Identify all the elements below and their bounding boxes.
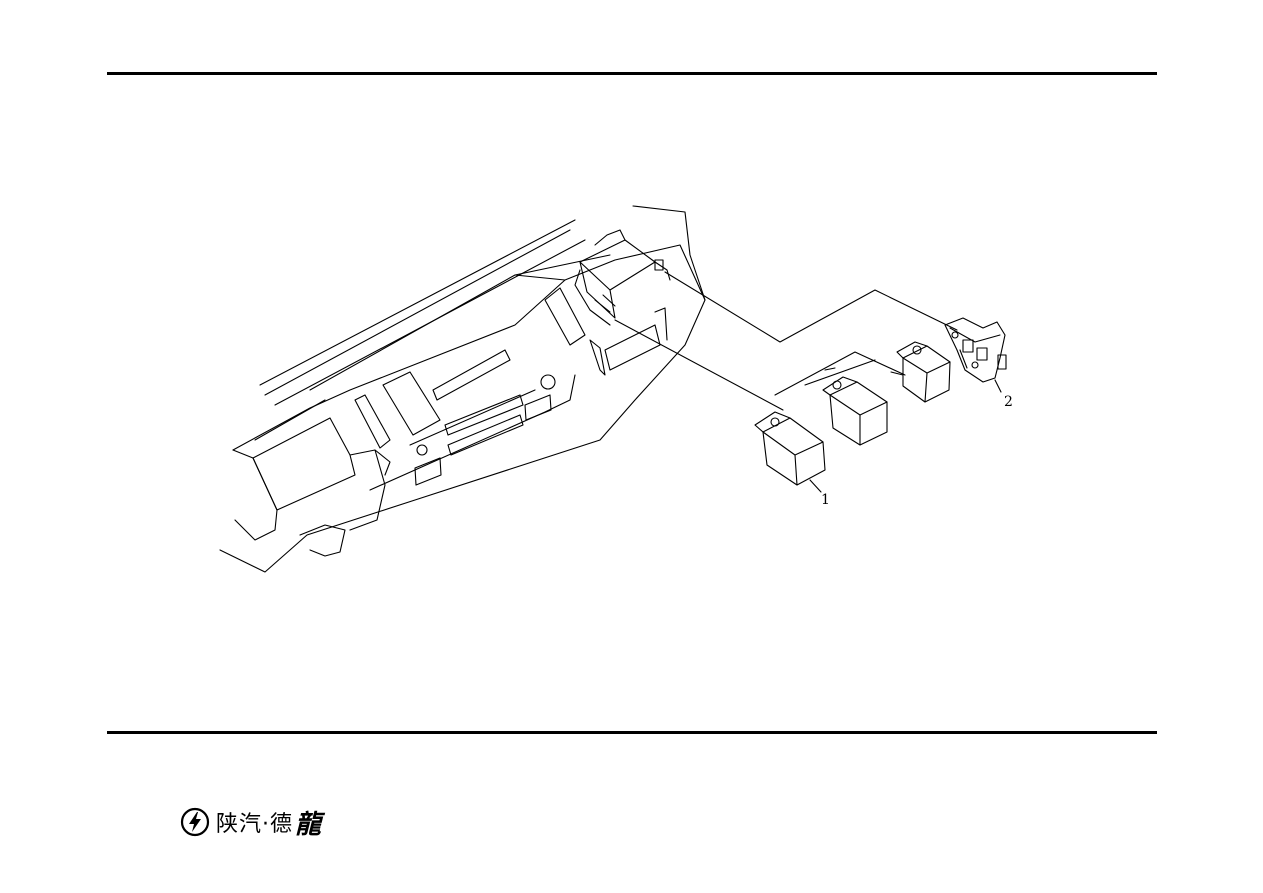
bottom-rule: [107, 731, 1157, 734]
connector-2-drawing: [944, 317, 1007, 393]
callout-label-2: 2: [1004, 394, 1013, 410]
brand-script-character: 龍: [295, 809, 323, 840]
dashboard-drawing: [219, 205, 706, 573]
dashboard-relay-diagram: [219, 205, 1007, 573]
relay-1-drawing: [754, 411, 826, 493]
shaanxi-lightning-logo-icon: [180, 807, 210, 837]
relay-2-drawing: [822, 376, 888, 446]
brand-name: 陕汽·德: [216, 812, 293, 837]
wiring-harness: [614, 271, 958, 411]
brand-footer: 陕汽·德 龍: [180, 805, 323, 840]
top-rule: [107, 72, 1157, 75]
relay-3-drawing: [890, 341, 951, 403]
callout-label-1: 1: [821, 492, 830, 508]
